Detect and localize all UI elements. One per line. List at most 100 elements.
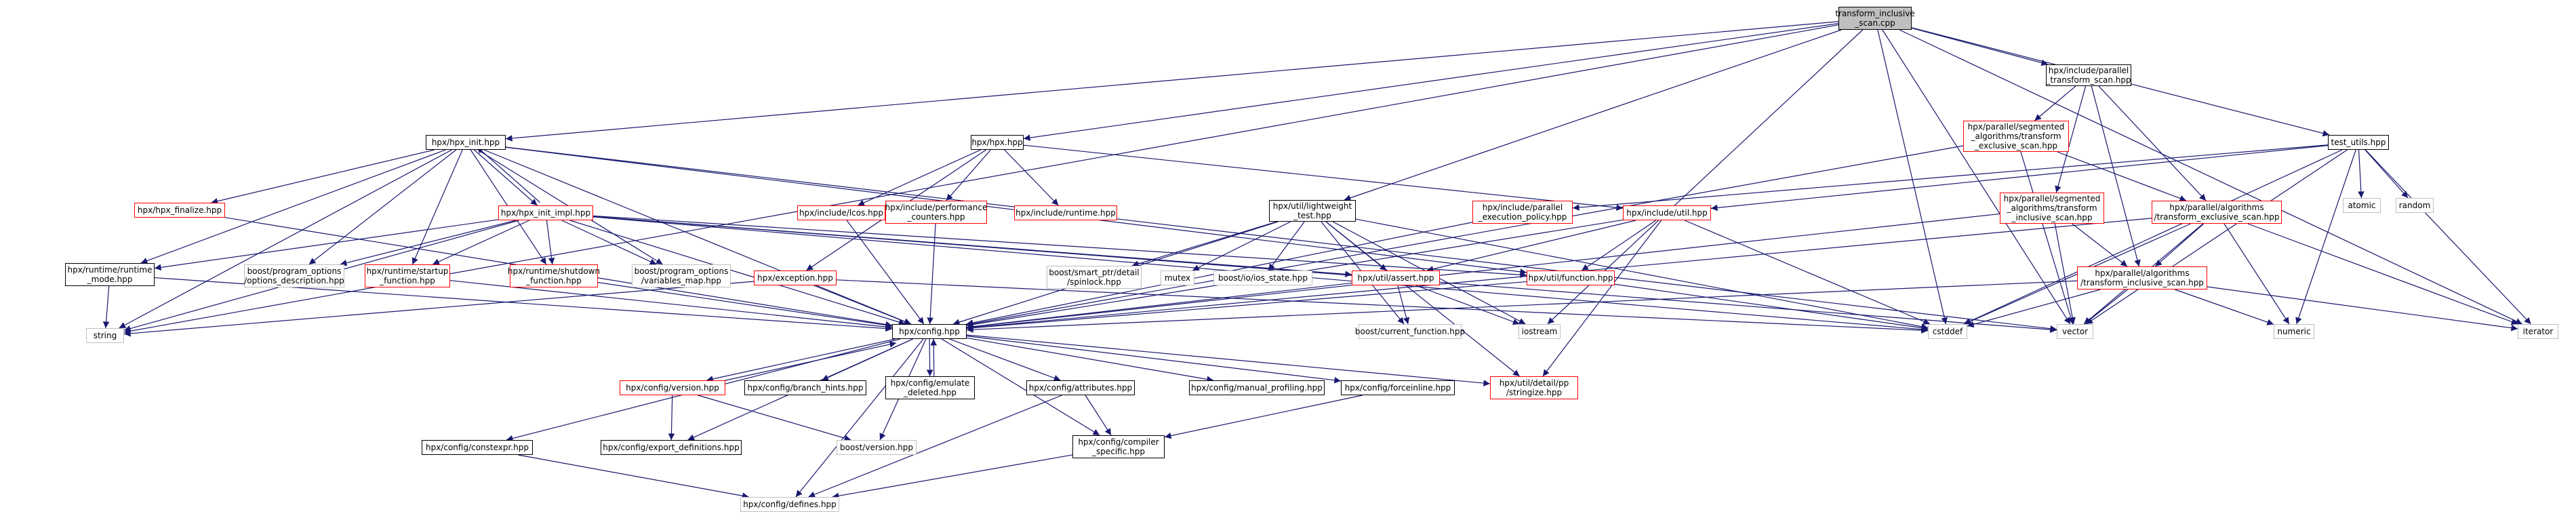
node-pp-stringize[interactable]: hpx/util/detail/pp /stringize.hpp bbox=[1490, 376, 1578, 399]
node-transform-scan[interactable]: hpx/include/parallel _transform_scan.hpp bbox=[2046, 64, 2131, 86]
node-shutdown-function[interactable]: hpx/runtime/shutdown _function.hpp bbox=[508, 264, 600, 287]
edge-lightweight_test-to-spinlock bbox=[1131, 221, 1277, 267]
edge-hpx_hpp-to-util_hpp bbox=[1023, 144, 1624, 211]
edge-hpx_init_impl-to-startup_function bbox=[432, 220, 530, 265]
node-util-hpp[interactable]: hpx/include/util.hpp bbox=[1623, 205, 1711, 220]
node-ios-state[interactable]: boost/io/ios_state.hpp bbox=[1213, 271, 1312, 285]
edge-alg_incl-to-vector bbox=[2084, 289, 2129, 325]
node-startup-function[interactable]: hpx/runtime/startup _function.hpp bbox=[365, 264, 450, 287]
edge-hpx_init_impl-to-vector bbox=[592, 216, 2057, 333]
edge-function-to-config bbox=[966, 281, 1527, 332]
node-function[interactable]: hpx/util/function.hpp bbox=[1527, 271, 1615, 285]
edge-alg_incl-to-iterator bbox=[2207, 286, 2518, 332]
edge-version-to-config bbox=[707, 341, 897, 385]
node-mutex[interactable]: mutex bbox=[1161, 271, 1194, 285]
edge-test_utils-to-iterator bbox=[2365, 149, 2531, 325]
edge-seg_excl-to-config bbox=[966, 145, 1964, 327]
edge-config-to-pp_stringize bbox=[966, 334, 1491, 386]
node-runtime-hpp[interactable]: hpx/include/runtime.hpp bbox=[1014, 205, 1117, 220]
node-cstddef[interactable]: cstddef bbox=[1928, 324, 1967, 339]
edge-config-to-defines bbox=[795, 338, 924, 498]
edge-config-to-version bbox=[706, 338, 895, 382]
node-version[interactable]: hpx/config/version.hpp bbox=[620, 380, 725, 395]
node-current-function[interactable]: boost/current_function.hpp bbox=[1355, 324, 1465, 339]
edge-exception-to-config bbox=[813, 285, 911, 325]
edge-transform_scan-to-seg_excl bbox=[2034, 85, 2076, 121]
edge-test_utils-to-atomic bbox=[2358, 149, 2364, 199]
node-boost-version[interactable]: boost/version.hpp bbox=[837, 440, 917, 455]
node-spinlock[interactable]: boost/smart_ptr/detail /spinlock.hpp bbox=[1047, 266, 1142, 289]
edge-test_utils-to-cstddef bbox=[1963, 149, 2343, 325]
node-hpx-hpp[interactable]: hpx/hpx.hpp bbox=[971, 135, 1024, 150]
edge-lightweight_test-to-pp_stringize bbox=[1325, 221, 1521, 377]
node-lcos[interactable]: hpx/include/lcos.hpp bbox=[797, 205, 885, 220]
node-po-desc[interactable]: boost/program_options /options_descripti… bbox=[244, 264, 344, 287]
edge-hpx_init_impl-to-po_varmap bbox=[561, 220, 657, 265]
edge-hpx_hpp-to-runtime_hpp bbox=[1004, 149, 1059, 206]
node-po-varmap[interactable]: boost/program_options /variables_map.hpp bbox=[632, 264, 731, 287]
edge-lightweight_test-to-ios_state bbox=[1268, 221, 1305, 271]
node-perf-counters[interactable]: hpx/include/performance _counters.hpp bbox=[885, 201, 987, 224]
node-iterator[interactable]: iterator bbox=[2518, 324, 2558, 339]
edge-compiler_specific-to-defines bbox=[832, 454, 1073, 500]
edge-test_utils-to-util_hpp bbox=[1710, 144, 2329, 212]
node-hpx-finalize[interactable]: hpx/hpx_finalize.hpp bbox=[134, 203, 225, 218]
edge-seg_excl-to-vector bbox=[2020, 151, 2074, 325]
edge-hpx_init_impl-to-config bbox=[569, 220, 906, 325]
edge-forceinline-to-compiler_specific bbox=[1164, 395, 1363, 439]
node-branch-hints[interactable]: hpx/config/branch_hints.hpp bbox=[744, 380, 866, 395]
edge-attributes-to-defines bbox=[808, 395, 1062, 498]
edge-seg_incl-to-vector bbox=[2054, 223, 2076, 325]
edge-version-to-export_defs bbox=[668, 395, 675, 441]
node-seg-excl[interactable]: hpx/parallel/segmented _algorithms/trans… bbox=[1963, 121, 2069, 152]
node-iostream[interactable]: iostream bbox=[1518, 324, 1561, 339]
edge-test_utils-to-numeric bbox=[2295, 149, 2356, 325]
node-numeric[interactable]: numeric bbox=[2274, 324, 2314, 339]
node-seg-incl[interactable]: hpx/parallel/segmented _algorithms/trans… bbox=[2000, 193, 2104, 224]
edge-util_hpp-to-pp_stringize bbox=[1542, 220, 1662, 377]
edge-test_utils-to-exec_policy bbox=[1572, 144, 2329, 211]
node-alg-incl[interactable]: hpx/parallel/algorithms /transform_inclu… bbox=[2077, 266, 2207, 289]
node-exception[interactable]: hpx/exception.hpp bbox=[754, 271, 837, 285]
edge-shutdown_function-to-config bbox=[597, 282, 893, 329]
edge-alg_excl-to-alg_incl bbox=[2154, 223, 2205, 267]
node-random[interactable]: random bbox=[2396, 198, 2434, 213]
edge-attributes-to-compiler_specific bbox=[1085, 395, 1112, 436]
node-defines[interactable]: hpx/config/defines.hpp bbox=[740, 497, 839, 512]
node-attributes[interactable]: hpx/config/attributes.hpp bbox=[1026, 380, 1135, 395]
edge-transform_scan-to-alg_incl bbox=[2091, 85, 2141, 267]
edge-root-to-vector bbox=[1882, 29, 2071, 325]
node-string[interactable]: string bbox=[86, 328, 124, 343]
node-emulate-deleted[interactable]: hpx/config/emulate _deleted.hpp bbox=[885, 376, 975, 399]
node-export-defs[interactable]: hpx/config/export_definitions.hpp bbox=[601, 440, 742, 455]
edge-alg_excl-to-iterator bbox=[2247, 223, 2518, 325]
edge-util_hpp-to-function bbox=[1581, 220, 1657, 271]
edge-function-to-cstddef bbox=[1614, 283, 1929, 332]
node-config[interactable]: hpx/config.hpp bbox=[892, 324, 967, 339]
node-alg-excl[interactable]: hpx/parallel/algorithms /transform_exclu… bbox=[2152, 201, 2282, 224]
edge-perf_counters-to-config bbox=[927, 223, 936, 325]
node-constexpr[interactable]: hpx/config/constexpr.hpp bbox=[422, 440, 533, 455]
edge-hpx_init_impl-to-po_desc bbox=[340, 220, 517, 266]
node-forceinline[interactable]: hpx/config/forceinline.hpp bbox=[1341, 380, 1455, 395]
node-runtime-mode[interactable]: hpx/runtime/runtime _mode.hpp bbox=[65, 263, 155, 286]
node-hpx-init-impl[interactable]: hpx/hpx_init_impl.hpp bbox=[498, 205, 593, 220]
edge-lcos-to-config bbox=[846, 220, 925, 325]
node-vector[interactable]: vector bbox=[2057, 324, 2093, 339]
node-manual-profiling[interactable]: hpx/config/manual_profiling.hpp bbox=[1189, 380, 1325, 395]
node-hpx-init[interactable]: hpx/hpx_init.hpp bbox=[426, 135, 506, 150]
edge-test_utils-to-random bbox=[2364, 149, 2409, 199]
node-exec-policy[interactable]: hpx/include/parallel _execution_policy.h… bbox=[1472, 201, 1573, 224]
node-compiler-specific[interactable]: hpx/config/compiler _specific.hpp bbox=[1072, 435, 1165, 458]
edge-exception-to-string bbox=[123, 281, 754, 337]
edge-test_utils-to-vector bbox=[2086, 149, 2348, 325]
edge-transform_scan-to-alg_excl bbox=[2098, 85, 2207, 201]
edge-hpx_init-to-hpx_finalize bbox=[211, 149, 435, 205]
node-lightweight-test[interactable]: hpx/util/lightweight _test.hpp bbox=[1269, 200, 1356, 222]
node-atomic[interactable]: atomic bbox=[2343, 198, 2381, 213]
edge-root-to-cstddef bbox=[1877, 29, 1948, 325]
edge-hpx_init-to-startup_function bbox=[411, 149, 463, 265]
node-assert[interactable]: hpx/util/assert.hpp bbox=[1352, 271, 1440, 285]
node-test-utils[interactable]: test_utils.hpp bbox=[2328, 135, 2389, 150]
